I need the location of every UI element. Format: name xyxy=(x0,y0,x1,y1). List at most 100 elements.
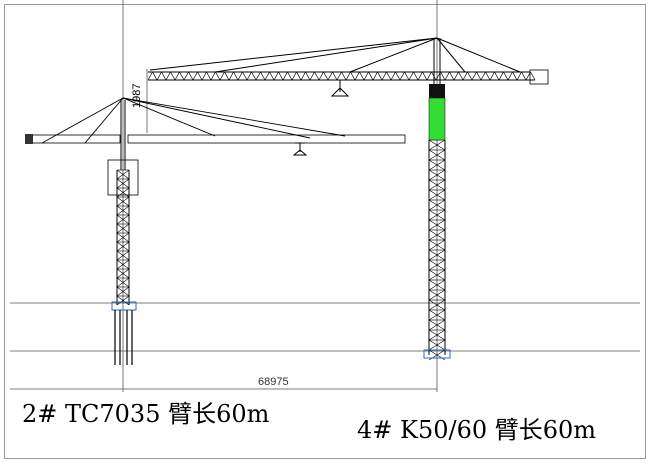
crane-4-jib-lacing xyxy=(206,71,212,81)
grid-lines xyxy=(10,0,640,392)
crane-4-jib-lacing xyxy=(426,71,432,81)
crane-4-mast-brace xyxy=(428,239,446,251)
crane-4-jib-lacing xyxy=(147,71,153,81)
crane-4-mast-brace xyxy=(428,169,446,181)
crane-4-jib-lacing xyxy=(179,71,185,81)
crane-4-jib-lacing xyxy=(305,71,311,81)
crane-4-jib-lacing xyxy=(435,71,441,81)
crane-2-mast-brace xyxy=(116,214,130,225)
crane-4-jib-lacing xyxy=(458,71,464,81)
crane-4-jib-lacing xyxy=(413,71,419,81)
crane-4-jib-lacing xyxy=(192,71,198,81)
crane-2-tie-bar xyxy=(84,97,124,144)
crane-4-jib-lacing xyxy=(210,71,216,81)
crane-4-mast-brace xyxy=(428,289,446,301)
crane-4-mast-brace xyxy=(428,279,446,291)
crane-4-jib-lacing xyxy=(246,71,252,81)
crane-4-tie-bar xyxy=(214,37,438,73)
crane-4-jib-lacing xyxy=(404,71,410,81)
crane-4-jib-lacing xyxy=(341,71,347,81)
crane-4-tie-bar xyxy=(349,37,438,73)
crane-4-jib-lacing xyxy=(156,71,162,81)
crane-4-mast-brace xyxy=(428,219,446,231)
crane-4-mast-brace xyxy=(428,229,446,241)
crane-4-jib-lacing xyxy=(368,71,374,81)
crane-4-mast-brace xyxy=(428,159,446,171)
crane-4-jib-lacing xyxy=(201,71,207,81)
crane-4-base xyxy=(423,349,451,359)
height-difference-dimension: 1987 xyxy=(131,83,143,108)
crane-2-jib xyxy=(127,134,406,144)
crane-4-jib-lacing xyxy=(282,71,288,81)
crane-4-jib-lacing xyxy=(440,71,446,81)
crane-2-mast-brace xyxy=(116,205,130,216)
crane-4-jib-lacing xyxy=(323,71,329,81)
crane-4-jib-lacing xyxy=(359,71,365,81)
crane-4-jib-lacing xyxy=(516,71,522,81)
crane-4-jib-lacing xyxy=(318,71,324,81)
crane-4 xyxy=(147,37,549,361)
crane-2-mast-brace xyxy=(116,295,130,306)
crane-4-jib-lacing xyxy=(489,71,495,81)
crane-4-jib-lacing xyxy=(386,71,392,81)
crane-4-jib-lacing xyxy=(296,71,302,81)
crane-2-base xyxy=(111,301,137,311)
crane-4-mast-brace xyxy=(428,199,446,211)
crane-4-mast-brace xyxy=(428,329,446,341)
crane-4-jib-lacing xyxy=(251,71,257,81)
frame-border xyxy=(4,4,646,459)
crane-4-jib-lacing xyxy=(363,71,369,81)
crane-2-mast-brace xyxy=(116,277,130,288)
crane-2-tie-bar xyxy=(41,97,124,144)
crane-4-jib-lacing xyxy=(228,71,234,81)
spacing-dimension: 68975 xyxy=(258,376,289,388)
crane-4-jib-lacing xyxy=(521,71,527,81)
crane-4-jib-lacing xyxy=(449,71,455,81)
crane-4-jib-lacing xyxy=(161,71,167,81)
crane-2-mast-brace xyxy=(116,259,130,270)
crane-4-tie-bar xyxy=(436,37,521,73)
crane-4-jib-lacing xyxy=(170,71,176,81)
crane-4-jib-lacing xyxy=(395,71,401,81)
crane-4-jib-lacing xyxy=(291,71,297,81)
crane-4-jib-lacing xyxy=(408,71,414,81)
crane-2-mast-brace xyxy=(116,187,130,198)
crane-4-jib-lacing xyxy=(476,71,482,81)
crane-4-jib-lacing xyxy=(485,71,491,81)
crane-4-jib-lacing xyxy=(471,71,477,81)
crane-4-jib-lacing xyxy=(390,71,396,81)
crane-4-jib-lacing xyxy=(372,71,378,81)
crane-4-jib-lacing xyxy=(300,71,306,81)
crane-4-jib-lacing xyxy=(224,71,230,81)
crane-2-mast-brace xyxy=(116,232,130,243)
crane-4-slewing-unit xyxy=(429,84,445,98)
crane-4-jib-lacing xyxy=(278,71,284,81)
crane-4-jib-lacing xyxy=(417,71,423,81)
crane-4-jib-lacing xyxy=(512,71,518,81)
crane-4-jib-lacing xyxy=(494,71,500,81)
crane-4-mast-brace xyxy=(428,269,446,281)
crane-4-counterweight xyxy=(529,69,549,85)
crane-4-trolley-hook xyxy=(330,79,350,97)
crane-4-mast-brace xyxy=(428,319,446,331)
crane-2-tie-bar xyxy=(122,97,311,139)
crane-4-jib-lacing xyxy=(332,71,338,81)
crane-4-highlight-section xyxy=(428,97,446,141)
crane-4-jib-lacing xyxy=(242,71,248,81)
crane-2-mast-brace xyxy=(116,223,130,234)
crane-4-mast-brace xyxy=(428,299,446,311)
crane-4-jib-lacing xyxy=(165,71,171,81)
crane-4-jib-lacing xyxy=(152,71,158,81)
crane-4-jib-lacing xyxy=(422,71,428,81)
crane-4-jib-lacing xyxy=(287,71,293,81)
crane-4-mast-brace xyxy=(428,189,446,201)
crane-4-mast-brace xyxy=(428,179,446,191)
crane-4-jib-lacing xyxy=(183,71,189,81)
crane-4-jib-lacing xyxy=(188,71,194,81)
crane-2-mast-brace xyxy=(116,178,130,189)
crane-4-mast-brace xyxy=(428,339,446,351)
crane-4-jib-lacing xyxy=(381,71,387,81)
crane-4-jib-lacing xyxy=(399,71,405,81)
